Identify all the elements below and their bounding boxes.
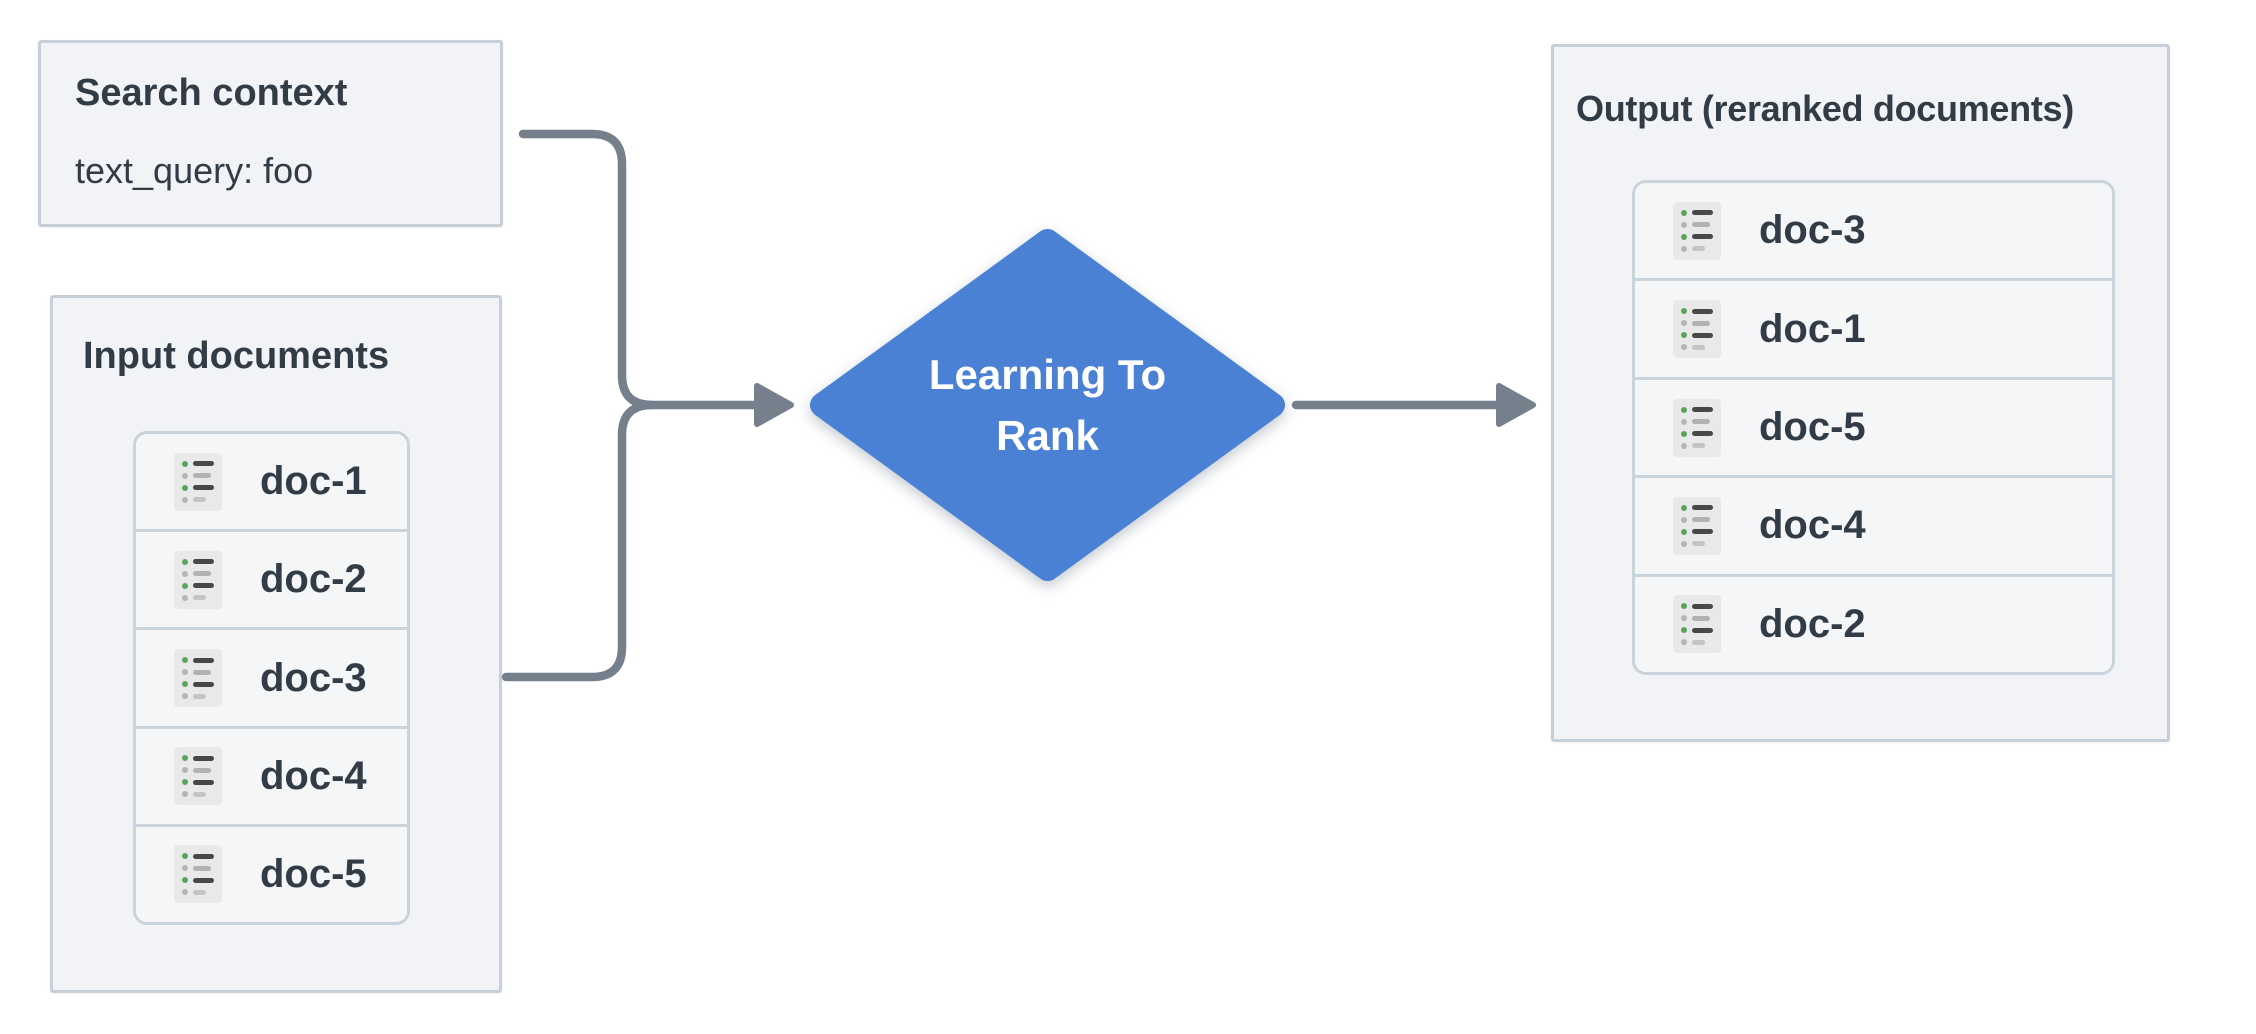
output-documents-title: Output (reranked documents) bbox=[1576, 88, 2074, 129]
icon-line bbox=[1681, 639, 1713, 646]
doc-list-item: doc-5 bbox=[136, 823, 407, 922]
document-list-icon bbox=[174, 452, 222, 511]
document-list-icon bbox=[174, 845, 222, 904]
doc-list-item: doc-2 bbox=[1635, 573, 2112, 672]
icon-line bbox=[182, 472, 214, 479]
doc-list-item: doc-1 bbox=[1635, 278, 2112, 377]
icon-line bbox=[182, 865, 214, 872]
icon-line bbox=[182, 460, 214, 467]
diamond-label-line1: Learning To bbox=[928, 351, 1167, 398]
document-list-icon bbox=[1673, 595, 1721, 654]
merge-arrowhead-icon bbox=[754, 383, 794, 427]
icon-line bbox=[182, 877, 214, 884]
input-documents-title: Input documents bbox=[83, 335, 390, 377]
icon-line bbox=[1681, 406, 1713, 413]
learning-to-rank-label: Learning To Rank bbox=[887, 300, 1208, 510]
icon-line bbox=[1681, 245, 1713, 252]
doc-list-item: doc-2 bbox=[136, 529, 407, 628]
doc-list-item: doc-1 bbox=[136, 434, 407, 530]
icon-line bbox=[1681, 332, 1713, 339]
doc-list-item: doc-3 bbox=[136, 627, 407, 726]
doc-label: doc-2 bbox=[260, 557, 367, 602]
doc-label: doc-5 bbox=[1759, 405, 1866, 450]
icon-line bbox=[182, 767, 214, 774]
icon-line bbox=[182, 669, 214, 675]
diamond-label-line2: Rank bbox=[996, 412, 1099, 459]
output-documents-box: Output (reranked documents) doc-3 bbox=[1551, 44, 2170, 742]
icon-line bbox=[182, 558, 214, 565]
document-list-icon bbox=[174, 550, 222, 609]
doc-list-item: doc-4 bbox=[136, 725, 407, 824]
icon-line bbox=[1681, 209, 1713, 216]
output-documents-list: doc-3 doc-1 bbox=[1632, 180, 2115, 675]
doc-label: doc-3 bbox=[1759, 208, 1866, 253]
doc-label: doc-1 bbox=[1759, 306, 1866, 351]
doc-list-item: doc-3 bbox=[1635, 183, 2112, 279]
document-list-icon bbox=[1673, 496, 1721, 555]
icon-line bbox=[182, 681, 214, 687]
icon-line bbox=[1681, 344, 1713, 351]
icon-line bbox=[182, 779, 214, 786]
icon-line bbox=[182, 693, 214, 699]
output-arrowhead-icon bbox=[1496, 383, 1536, 427]
icon-line bbox=[1681, 320, 1713, 327]
icon-line bbox=[182, 853, 214, 860]
doc-list-item: doc-5 bbox=[1635, 376, 2112, 476]
icon-line bbox=[1681, 528, 1713, 535]
icon-line bbox=[182, 582, 214, 589]
doc-label: doc-4 bbox=[1759, 503, 1866, 548]
document-list-icon bbox=[174, 649, 222, 707]
text-query-value: text_query: foo bbox=[75, 150, 314, 191]
doc-label: doc-5 bbox=[260, 851, 367, 896]
search-context-box: Search context text_query: foo bbox=[38, 40, 503, 227]
document-list-icon bbox=[1673, 398, 1721, 457]
document-list-icon bbox=[1673, 300, 1721, 359]
doc-label: doc-1 bbox=[260, 459, 367, 504]
merge-connector-bottom bbox=[501, 400, 657, 682]
icon-line bbox=[182, 484, 214, 491]
icon-line bbox=[182, 657, 214, 663]
icon-line bbox=[1681, 442, 1713, 449]
icon-line bbox=[1681, 233, 1713, 240]
doc-list-item: doc-4 bbox=[1635, 475, 2112, 574]
icon-line bbox=[1681, 540, 1713, 547]
search-context-title: Search context bbox=[75, 72, 348, 114]
icon-line bbox=[1681, 504, 1713, 511]
input-documents-box: Input documents doc-1 bbox=[50, 295, 502, 993]
icon-line bbox=[182, 889, 214, 896]
icon-line bbox=[1681, 627, 1713, 634]
icon-line bbox=[182, 496, 214, 503]
icon-line bbox=[182, 594, 214, 601]
icon-line bbox=[182, 570, 214, 577]
icon-line bbox=[1681, 603, 1713, 610]
icon-line bbox=[1681, 308, 1713, 315]
doc-label: doc-4 bbox=[260, 753, 367, 798]
icon-line bbox=[182, 791, 214, 798]
icon-line bbox=[1681, 516, 1713, 523]
merge-connector-top bbox=[518, 129, 657, 410]
icon-line bbox=[1681, 430, 1713, 437]
input-documents-list: doc-1 doc-2 bbox=[133, 431, 410, 925]
icon-line bbox=[1681, 615, 1713, 622]
document-list-icon bbox=[1673, 201, 1721, 260]
document-list-icon bbox=[174, 747, 222, 806]
icon-line bbox=[1681, 418, 1713, 425]
icon-line bbox=[182, 755, 214, 762]
doc-label: doc-2 bbox=[1759, 601, 1866, 646]
icon-line bbox=[1681, 221, 1713, 228]
doc-label: doc-3 bbox=[260, 655, 367, 700]
